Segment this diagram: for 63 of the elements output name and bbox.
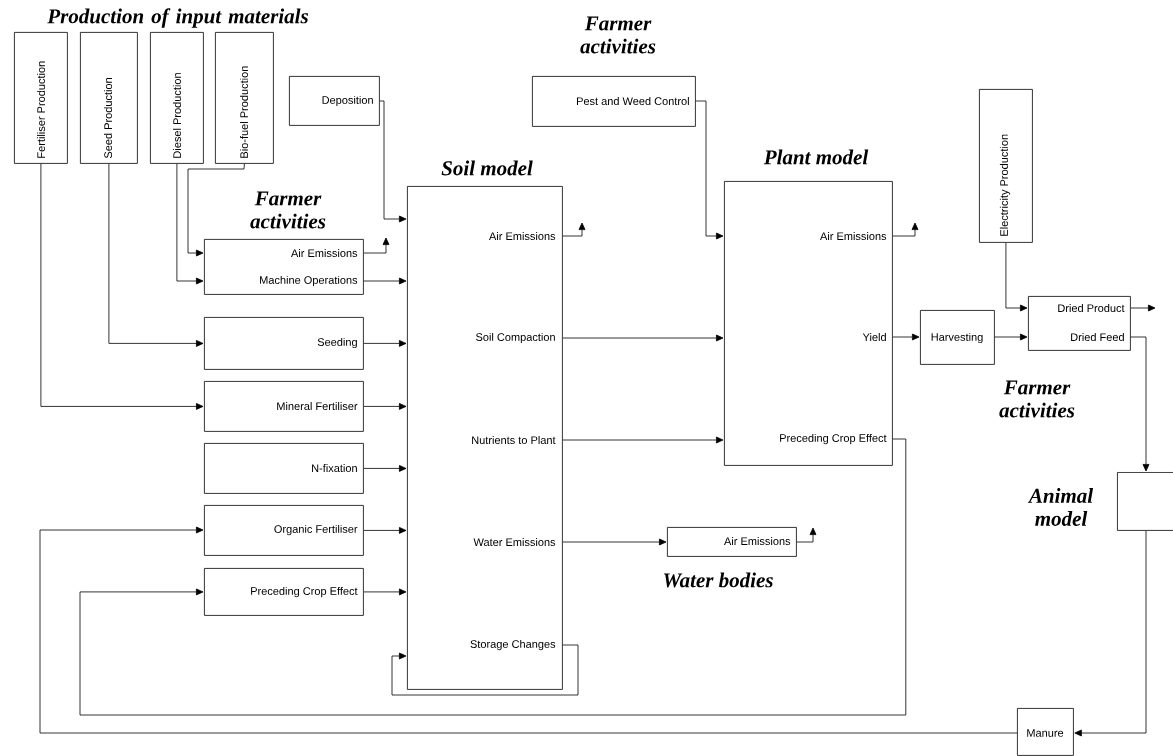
arrow (1130, 336, 1150, 472)
arrow (1005, 242, 1028, 312)
process-box: Diesel Production (150, 32, 204, 164)
arrow (562, 334, 724, 342)
arrow (562, 222, 586, 237)
process-box: Air Emissions Machine Operations (204, 239, 364, 295)
arrow (892, 222, 919, 237)
process-box: Deposition (289, 76, 380, 126)
arrow (39, 526, 1018, 734)
process-box: Manure (1017, 708, 1074, 756)
process-box: Air Emissions (667, 527, 797, 557)
arrow (379, 100, 407, 223)
node-label: Water Emissions (473, 537, 556, 547)
arrow (994, 333, 1028, 341)
node-label: Nutrients to Plant (472, 435, 556, 445)
arrow (108, 163, 204, 347)
process-box: Harvesting (920, 310, 995, 365)
node-label: Air Emissions (489, 231, 556, 241)
process-box: Seeding (204, 317, 364, 370)
arrow (363, 277, 407, 285)
arrow (1130, 304, 1156, 312)
process-box: Air Emissions Soil Compaction Nutrients to Plant Water Emissions Storage Changes (407, 186, 563, 690)
arrow (363, 465, 407, 472)
heading: Soil model (441, 160, 533, 176)
arrow (391, 644, 579, 696)
arrow (796, 527, 817, 543)
arrow (892, 333, 920, 341)
arrow (363, 527, 407, 534)
process-box: N-fixation (204, 443, 364, 494)
node-label: Preceding Crop Effect (780, 433, 887, 445)
process-box: Mineral Fertiliser (204, 381, 364, 432)
arrow (695, 100, 724, 240)
arrow (562, 538, 667, 546)
process-box: Electricity Production (979, 89, 1033, 243)
node-label: Soil Compaction (476, 332, 555, 344)
arrow (1074, 530, 1147, 737)
heading: Plant model (763, 149, 869, 165)
heading: Farmer activities (999, 380, 1075, 418)
process-box: Organic Fertiliser (204, 505, 364, 556)
process-box: Dried Product Dried Feed (1028, 296, 1131, 351)
heading: Production of input materials (47, 8, 309, 28)
heading: Farmer activities (580, 16, 656, 54)
arrow (363, 403, 407, 410)
arrow (187, 163, 245, 257)
arrow (176, 163, 204, 285)
arrow (40, 163, 204, 410)
process-box: Fertiliser Production (14, 32, 68, 164)
process-box: Pest and Weed Control (532, 76, 696, 127)
process-box: Bio-fuel Production (215, 32, 274, 164)
process-box: Preceding Crop Effect (204, 568, 364, 616)
heading: Animal model (1027, 488, 1094, 526)
arrow (79, 438, 907, 716)
arrow (363, 588, 407, 596)
arrow (363, 237, 390, 254)
process-box: Seed Production (80, 32, 138, 164)
node-label: Storage Changes (470, 639, 556, 651)
heading: Farmer activities (250, 191, 326, 229)
process-box: Air Emissions Yield Preceding Crop Effect (724, 181, 893, 466)
heading: Water bodies (663, 572, 773, 588)
node-label: Yield (862, 332, 886, 342)
arrow (562, 436, 724, 444)
arrow (363, 340, 407, 347)
node-label: Air Emissions (820, 231, 887, 241)
